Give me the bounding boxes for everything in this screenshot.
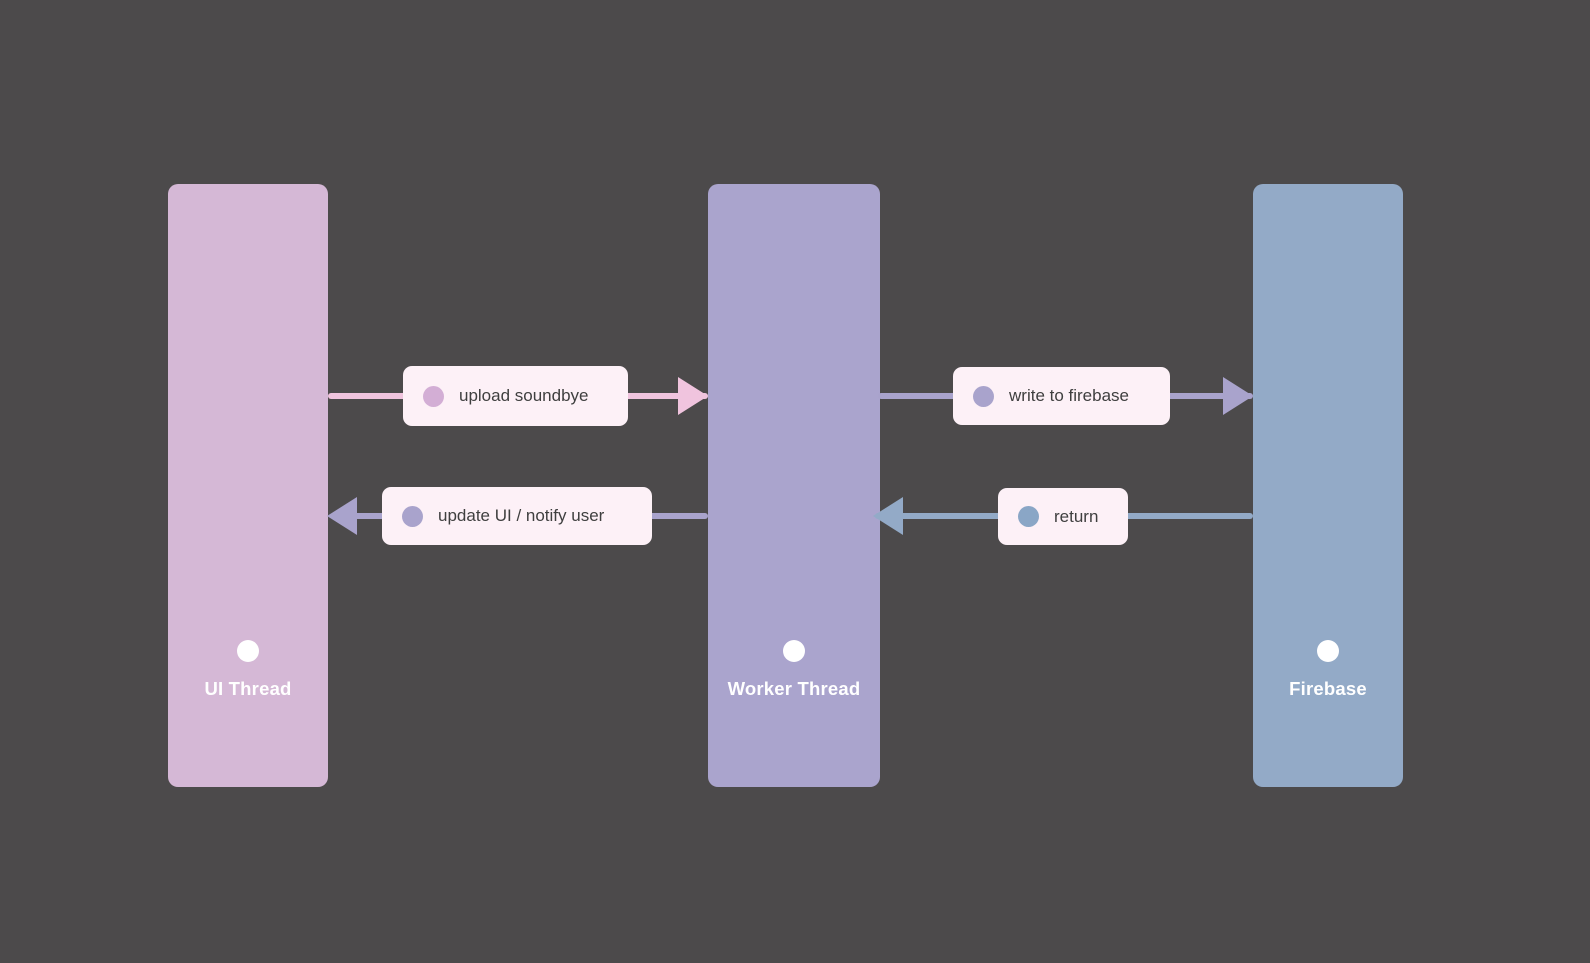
- edge-dot-icon: [402, 505, 423, 527]
- edge-dot-icon: [973, 385, 994, 407]
- lane-marker-dot: [237, 640, 259, 662]
- edge-label-text: write to firebase: [1009, 386, 1129, 405]
- lane-marker-dot: [783, 640, 805, 662]
- arrowhead-left-icon: [327, 497, 357, 535]
- lane-label-ui-thread: UI Thread: [204, 678, 292, 699]
- lane-firebase: Firebase: [1253, 184, 1403, 787]
- edge-label-return: return: [998, 488, 1128, 545]
- edge-dot-icon: [1018, 506, 1039, 527]
- arrowhead-right-icon: [678, 377, 708, 415]
- edge-label-upload-soundbye: upload soundbye: [403, 366, 628, 426]
- arrowhead-right-icon: [1223, 377, 1253, 415]
- edge-label-update-ui-notify-user: update UI / notify user: [382, 487, 652, 545]
- edge-dot-icon: [423, 385, 444, 407]
- lane-label-worker-thread: Worker Thread: [727, 678, 861, 699]
- lane-ui-thread: UI Thread: [168, 184, 328, 787]
- edge-label-text: update UI / notify user: [438, 506, 605, 525]
- lane-label-firebase: Firebase: [1289, 678, 1367, 699]
- lane-marker-dot: [1317, 640, 1339, 662]
- edge-label-text: return: [1054, 506, 1099, 526]
- lane-worker-thread: Worker Thread: [708, 184, 880, 787]
- edge-label-write-to-firebase: write to firebase: [953, 367, 1170, 425]
- arrowhead-left-icon: [873, 497, 903, 535]
- edge-label-text: upload soundbye: [459, 386, 589, 405]
